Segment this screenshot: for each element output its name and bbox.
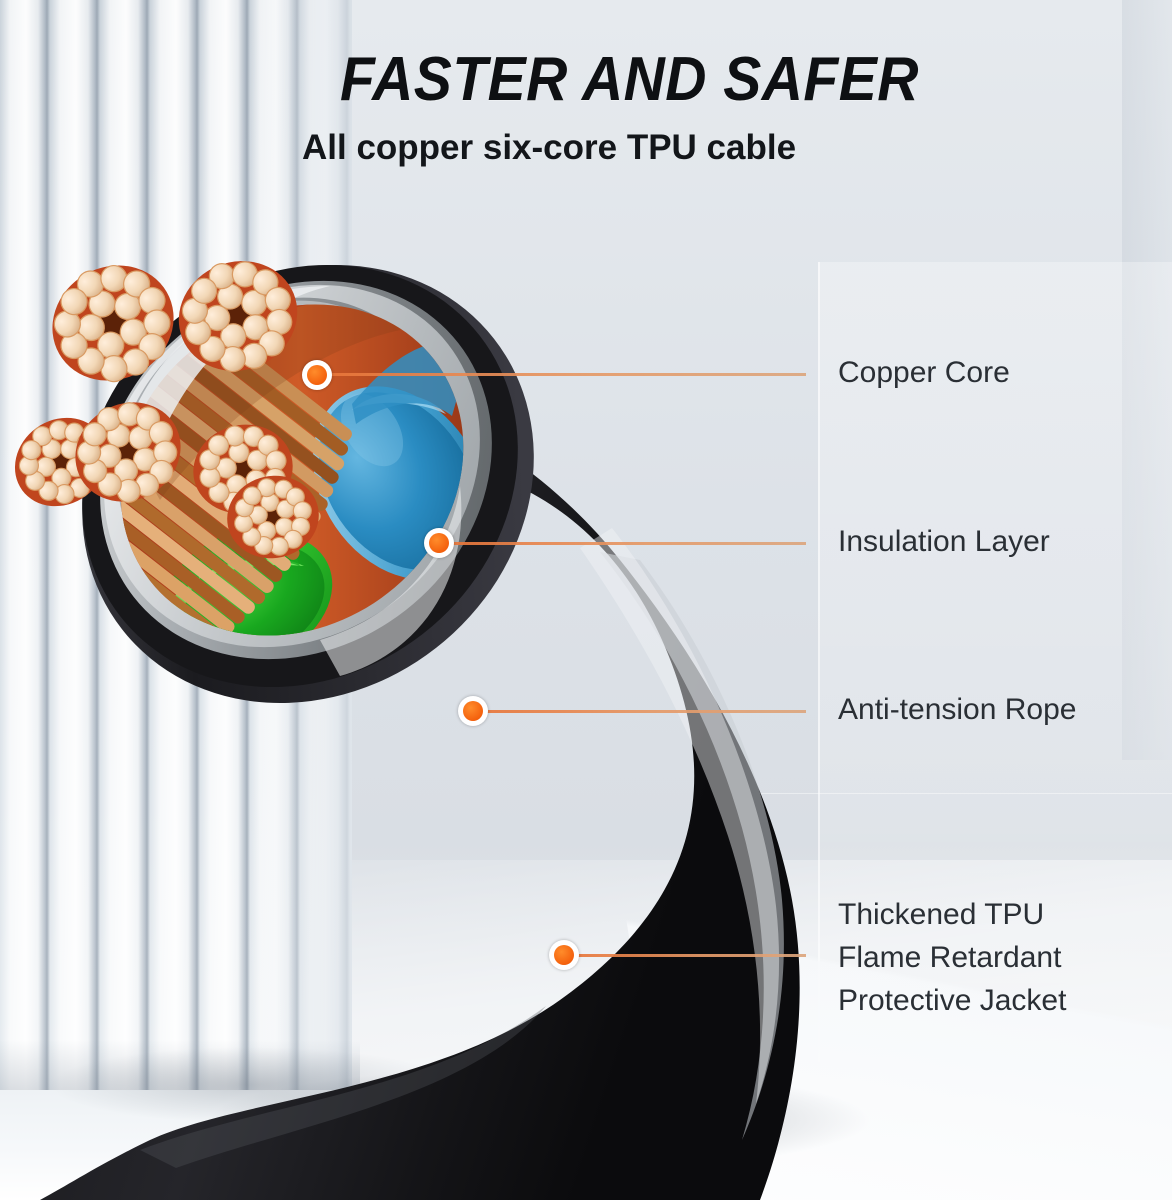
copper-bundle bbox=[75, 402, 181, 504]
page-title: FASTER AND SAFER bbox=[340, 45, 919, 114]
background-wall-seam bbox=[700, 793, 1172, 794]
callout-label-copper-core: Copper Core bbox=[838, 356, 1010, 389]
cable-cut-end bbox=[54, 248, 534, 704]
background-panel-edge bbox=[818, 262, 820, 1062]
copper-core-bundles bbox=[14, 261, 319, 559]
callout-label-anti-tension-rope: Anti-tension Rope bbox=[838, 693, 1077, 726]
copper-bundle bbox=[178, 261, 298, 373]
copper-bundle bbox=[52, 264, 174, 383]
callout-dot-copper-core bbox=[302, 360, 332, 390]
background-right-shadow-panel bbox=[1122, 0, 1172, 760]
tpu-jacket-body bbox=[40, 388, 800, 1200]
copper-bundle bbox=[227, 475, 319, 559]
leader-line-anti-tension-rope bbox=[486, 710, 806, 713]
leader-line-tpu-jacket bbox=[577, 954, 806, 957]
callout-dot-tpu-jacket bbox=[549, 940, 579, 970]
callout-dot-insulation-layer bbox=[424, 528, 454, 558]
leader-line-insulation-layer bbox=[452, 542, 806, 545]
callout-dot-anti-tension-rope bbox=[458, 696, 488, 726]
callout-label-tpu-jacket: Thickened TPU Flame Retardant Protective… bbox=[838, 898, 1067, 1017]
jacket-highlight-right bbox=[600, 552, 784, 1140]
page-subtitle: All copper six-core TPU cable bbox=[302, 128, 797, 167]
callout-label-insulation-layer: Insulation Layer bbox=[838, 525, 1050, 558]
leader-line-copper-core bbox=[330, 373, 806, 376]
